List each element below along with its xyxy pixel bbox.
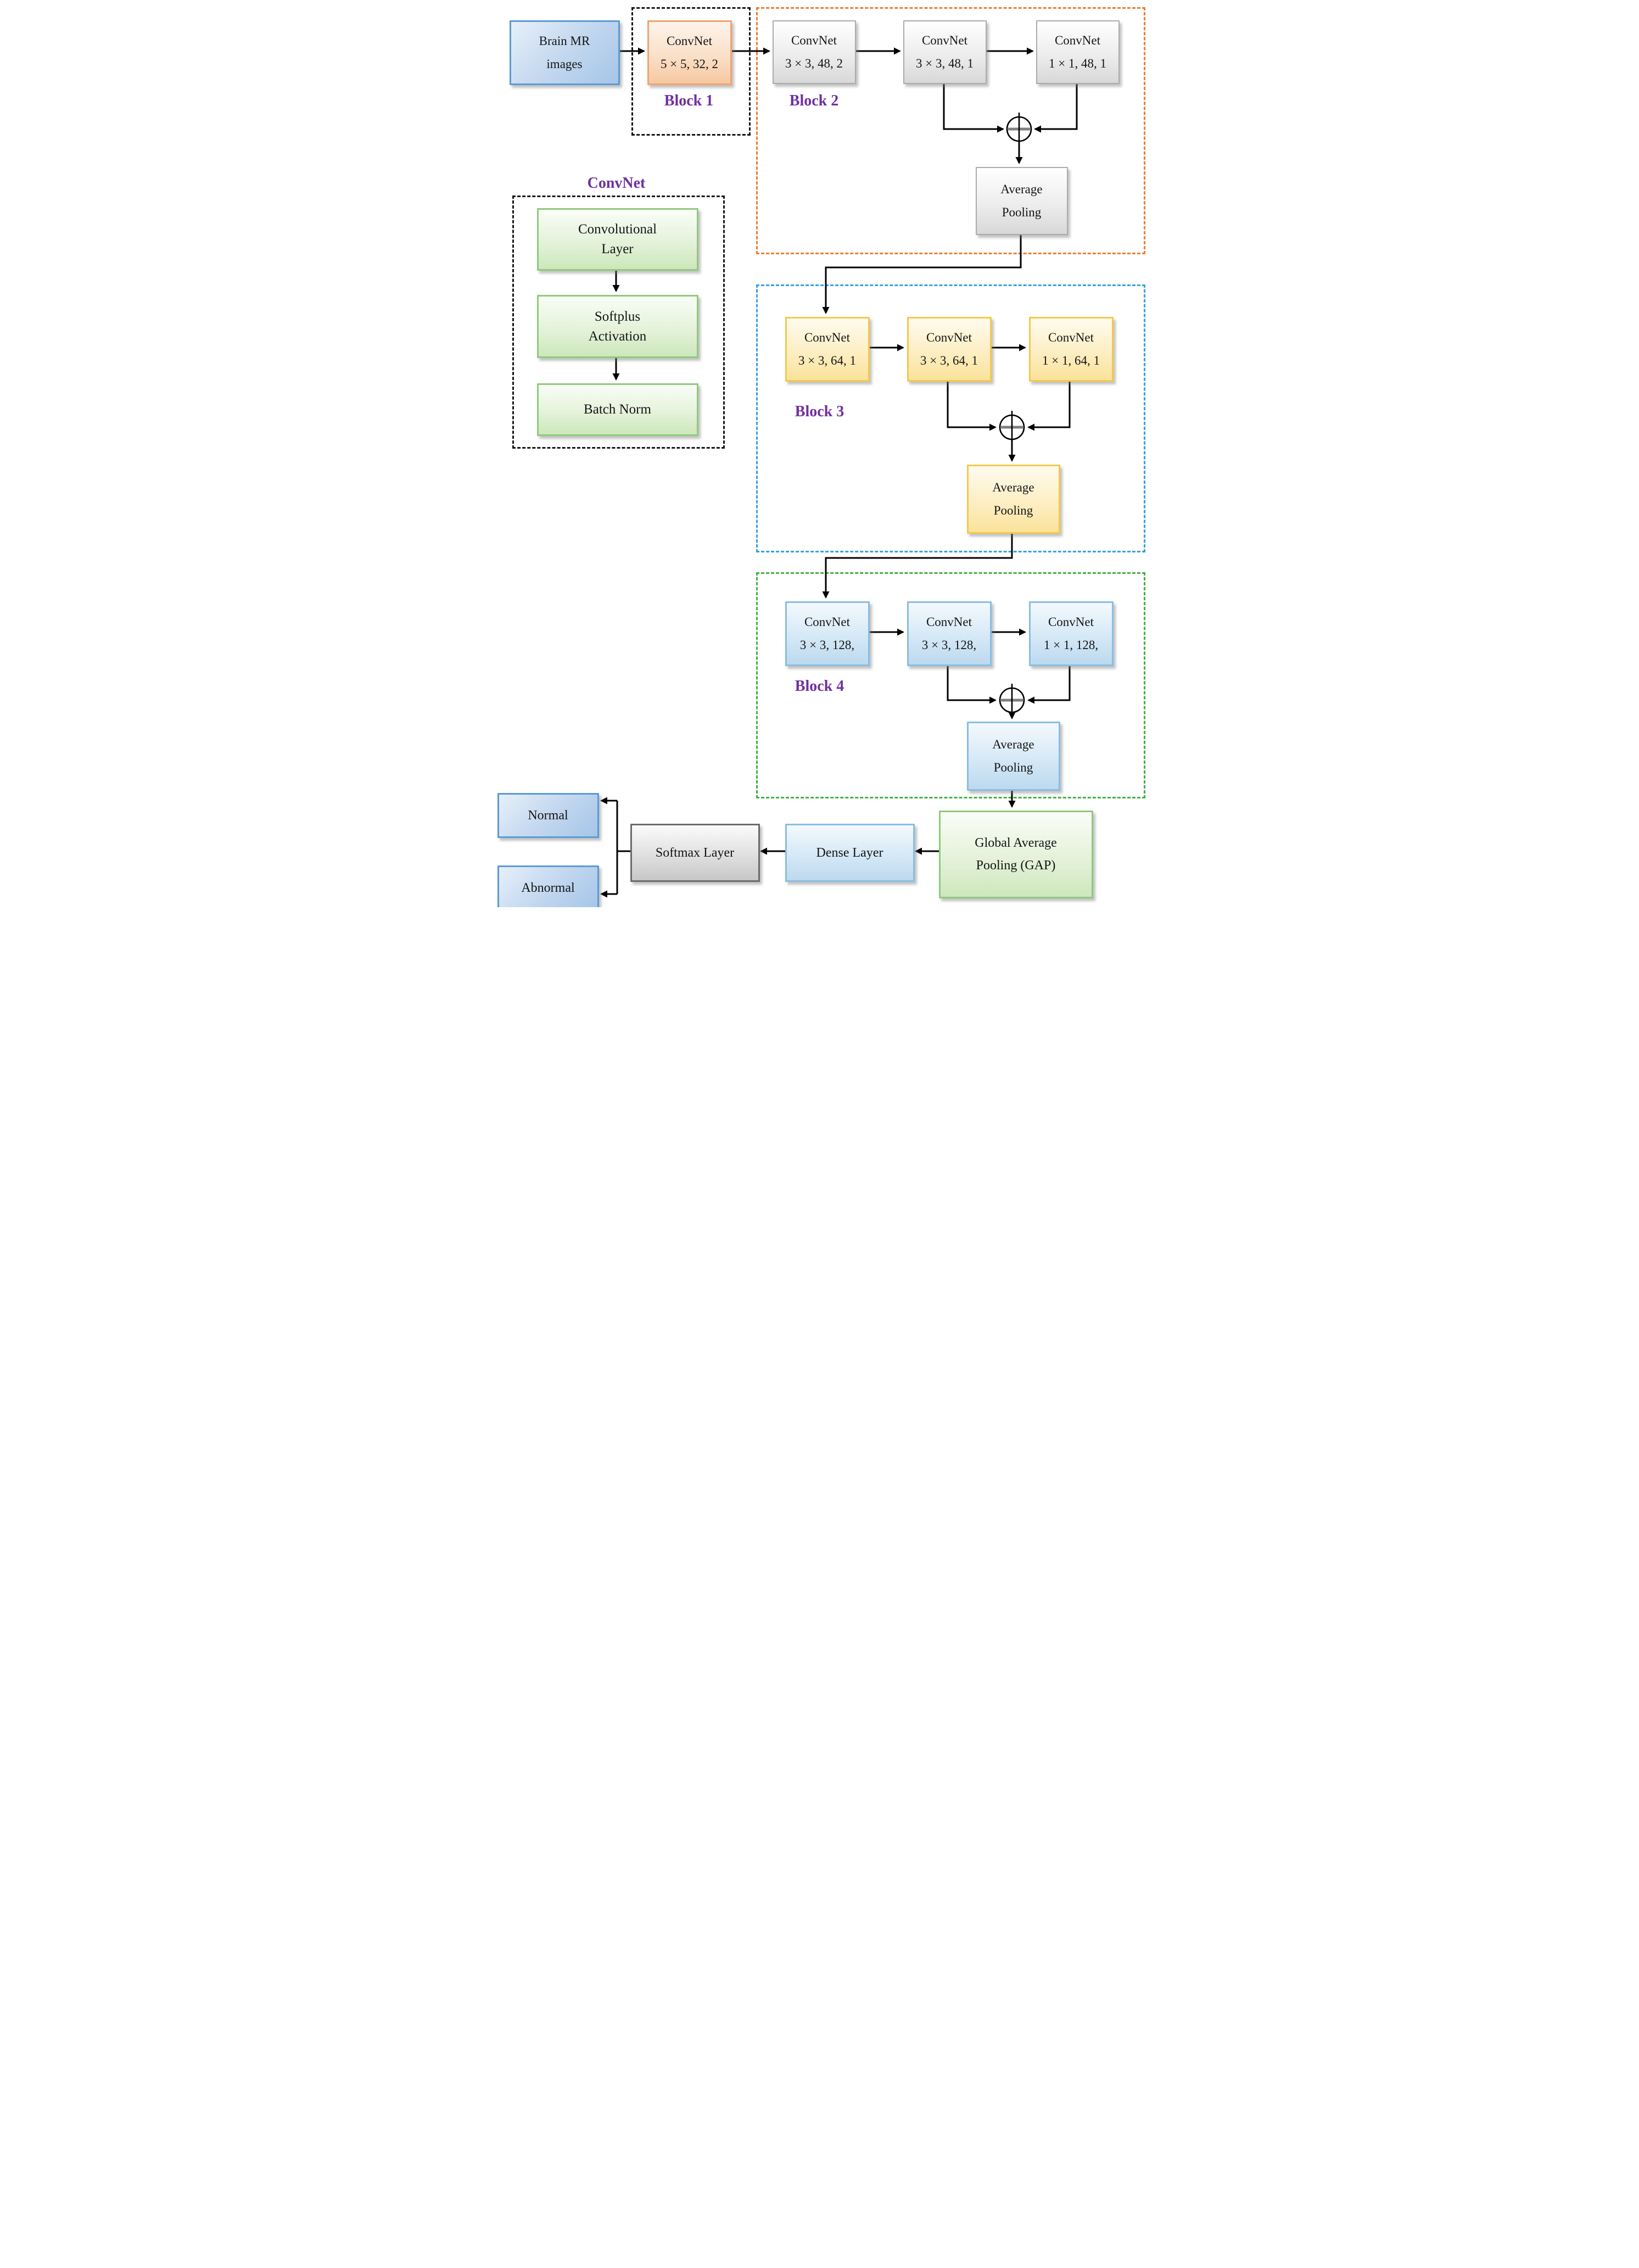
block4-convnet-3: ConvNet 1 × 1, 128, (1028, 601, 1114, 666)
block4-label: Block 4 (795, 678, 844, 695)
input-brain-mr-box: Brain MR images (509, 20, 620, 85)
block2-convnet-1: ConvNet 3 × 3, 48, 2 (772, 20, 856, 84)
legend-softplus-activation: Softplus Activation (536, 295, 698, 358)
global-average-pooling-box: Global Average Pooling (GAP) (938, 811, 1093, 898)
block3-convnet-1: ConvNet 3 × 3, 64, 1 (785, 317, 870, 382)
block1-convnet: ConvNet 5 × 5, 32, 2 (647, 20, 732, 85)
input-line1: Brain MR (539, 34, 590, 48)
legend-item-line1: Softplus (594, 309, 641, 324)
gap-line1: Global Average (975, 836, 1057, 851)
convnet-params: 3 × 3, 64, 1 (920, 354, 978, 367)
convnet-params: 1 × 1, 128, (1043, 638, 1099, 652)
convnet-legend-frame (512, 195, 725, 449)
pool-line1: Average (992, 481, 1034, 495)
pool-line2: Pooling (993, 504, 1033, 517)
convnet-params: 5 × 5, 32, 2 (661, 57, 718, 71)
pool-line1: Average (992, 738, 1034, 752)
dense-label: Dense Layer (816, 845, 883, 860)
softmax-label: Softmax Layer (655, 845, 735, 860)
convnet-title: ConvNet (666, 34, 713, 48)
pool-line2: Pooling (993, 761, 1033, 774)
pool-line1: Average (1000, 182, 1043, 197)
convnet-params: 3 × 3, 48, 1 (916, 57, 974, 70)
legend-item-line1: Convolutional (578, 222, 657, 237)
block2-convnet-2: ConvNet 3 × 3, 48, 1 (903, 20, 987, 84)
convnet-params: 1 × 1, 64, 1 (1042, 354, 1100, 367)
legend-item-line1: Batch Norm (584, 402, 651, 417)
softmax-layer-box: Softmax Layer (630, 824, 760, 882)
block3-label: Block 3 (795, 403, 844, 420)
block4-convnet-1: ConvNet 3 × 3, 128, (785, 601, 870, 666)
gap-line2: Pooling (GAP) (976, 858, 1056, 873)
class-abnormal-label: Abnormal (521, 880, 575, 895)
legend-convolutional-layer: Convolutional Layer (536, 208, 698, 271)
convnet-title: ConvNet (804, 615, 851, 629)
convnet-title: ConvNet (921, 33, 968, 48)
dense-layer-box: Dense Layer (785, 824, 915, 882)
convnet-params: 3 × 3, 128, (799, 638, 855, 652)
convnet-title: ConvNet (791, 33, 837, 48)
convnet-params: 3 × 3, 128, (921, 638, 977, 652)
convnet-params: 1 × 1, 48, 1 (1049, 57, 1106, 70)
convnet-params: 3 × 3, 48, 2 (785, 57, 843, 70)
block3-average-pooling: Average Pooling (966, 465, 1060, 534)
legend-item-line2: Layer (601, 242, 634, 256)
class-normal-box: Normal (497, 793, 599, 838)
block2-label: Block 2 (789, 92, 839, 109)
class-normal-label: Normal (528, 808, 568, 823)
convnet-title: ConvNet (1048, 615, 1094, 629)
convnet-title: ConvNet (804, 331, 851, 345)
legend-batch-norm: Batch Norm (536, 383, 698, 436)
block2-average-pooling: Average Pooling (975, 167, 1068, 235)
convnet-params: 3 × 3, 64, 1 (798, 354, 856, 367)
block4-average-pooling: Average Pooling (966, 722, 1060, 791)
input-line2: images (546, 57, 583, 71)
convnet-title: ConvNet (926, 615, 972, 629)
convnet-title: ConvNet (926, 331, 972, 345)
convnet-title: ConvNet (1054, 33, 1101, 48)
block1-frame (631, 7, 751, 136)
block3-convnet-2: ConvNet 3 × 3, 64, 1 (907, 317, 992, 382)
block4-convnet-2: ConvNet 3 × 3, 128, (907, 601, 992, 666)
legend-item-line2: Activation (588, 328, 647, 344)
convnet-title: ConvNet (1048, 331, 1094, 345)
class-abnormal-box: Abnormal (497, 865, 599, 907)
convnet-legend-title: ConvNet (587, 175, 646, 192)
pool-line2: Pooling (1002, 205, 1042, 219)
block1-label: Block 1 (664, 92, 714, 109)
block3-convnet-3: ConvNet 1 × 1, 64, 1 (1028, 317, 1114, 382)
architecture-diagram: Block 1 Block 2 Block 3 Block 4 ConvNet (491, 0, 1148, 907)
block2-convnet-3: ConvNet 1 × 1, 48, 1 (1036, 20, 1120, 84)
